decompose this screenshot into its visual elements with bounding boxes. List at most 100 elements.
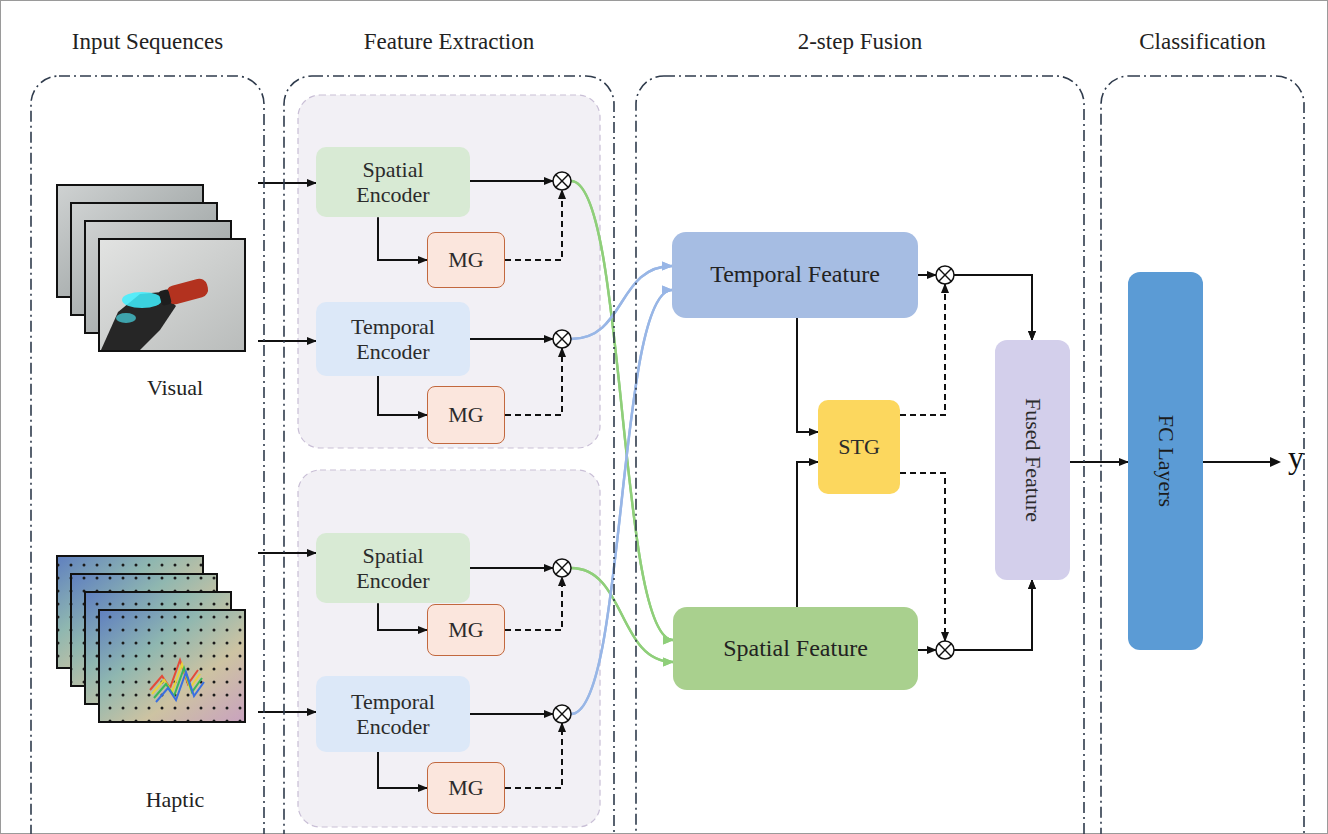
multiply-cross — [556, 562, 569, 575]
group-title: Input Sequences — [30, 29, 265, 55]
multiply-symbol — [553, 172, 571, 190]
group-panel: 2-step FusionTemporal FeatureSTGFused Fe… — [635, 75, 1085, 834]
group-panel: Feature ExtractionSpatial EncoderMGTempo… — [283, 75, 615, 834]
multiply-circle — [553, 330, 571, 348]
dash-dot-border — [31, 76, 264, 834]
connector-line — [797, 318, 818, 432]
multiply-symbol — [936, 266, 954, 284]
gate-box: MG — [427, 604, 505, 656]
connector-line — [505, 190, 562, 260]
gate-box: STG — [818, 400, 900, 494]
frame — [99, 610, 245, 722]
connector — [378, 752, 427, 788]
connector — [918, 275, 1032, 340]
connector-line — [1070, 461, 1128, 463]
encoder-box: Spatial Encoder — [316, 533, 470, 604]
multiply-cross — [939, 644, 952, 657]
connector — [258, 183, 316, 184]
connector-line — [954, 275, 1032, 340]
connector — [258, 553, 316, 554]
connector-line — [258, 711, 316, 713]
encoder-panel — [298, 95, 600, 448]
multiply-cross — [939, 644, 952, 657]
multiply-symbol — [553, 705, 571, 723]
feature-flow — [571, 290, 672, 714]
multiply-cross — [939, 269, 952, 282]
visual-frames — [57, 185, 245, 351]
connector-line — [378, 752, 427, 788]
multiply-symbol — [553, 559, 571, 577]
connector — [918, 580, 1032, 650]
box-label: Spatial Encoder — [343, 157, 443, 208]
box-label: Spatial Feature — [723, 635, 868, 663]
connector — [505, 290, 672, 788]
output-arrow — [1203, 461, 1272, 463]
connector — [797, 462, 818, 607]
connector-line — [470, 338, 553, 340]
contact-streak — [156, 672, 204, 702]
connector-line — [378, 217, 427, 260]
multiply-circle — [553, 172, 571, 190]
connector — [378, 217, 427, 260]
gate-box: MG — [427, 386, 505, 444]
multiply-cross — [556, 333, 569, 346]
box-label: MG — [448, 247, 483, 272]
connector — [258, 341, 316, 342]
box-label: FC Layers — [1153, 415, 1178, 507]
connector — [1070, 462, 1128, 463]
cylinder-cap — [158, 289, 172, 306]
connector-line — [505, 348, 562, 415]
connector-line — [258, 552, 316, 554]
connector — [505, 266, 672, 415]
glow — [116, 313, 136, 323]
multiply-cross — [556, 708, 569, 721]
connector-line — [258, 340, 316, 342]
fused-box: Fused Feature — [995, 340, 1070, 580]
multiply-circle — [936, 266, 954, 284]
connector — [378, 603, 427, 630]
connector — [797, 318, 818, 432]
box-label: Fused Feature — [1020, 398, 1045, 522]
multiply-cross — [556, 562, 569, 575]
connector — [378, 376, 427, 415]
group-panel: ClassificationFC Layers — [1100, 75, 1305, 834]
multiply-cross — [556, 175, 569, 188]
feature-flow — [571, 568, 673, 662]
connector-line — [954, 580, 1032, 650]
connector-line — [378, 376, 427, 415]
connector-line — [918, 649, 936, 651]
connector — [258, 712, 316, 713]
connector-line — [470, 180, 553, 182]
feature-flow — [571, 290, 672, 714]
connector-line — [954, 275, 1032, 340]
red-cylinder — [164, 277, 209, 306]
box-label: MG — [448, 402, 483, 427]
encoder-box: Spatial Encoder — [316, 147, 470, 218]
encoder-box: Temporal Encoder — [316, 676, 470, 752]
multiply-symbol — [553, 330, 571, 348]
group-title: Feature Extraction — [283, 29, 615, 55]
multiply-cross — [939, 269, 952, 282]
multiply-circle — [553, 559, 571, 577]
connector-line — [918, 274, 936, 276]
box-label: MG — [448, 617, 483, 642]
image-sequence: Haptic — [50, 548, 255, 816]
multiply-cross — [556, 175, 569, 188]
dash-dot-border — [636, 76, 1084, 834]
image-label: Visual — [147, 375, 203, 400]
feature-box: Temporal Feature — [672, 232, 918, 318]
frame — [99, 239, 245, 351]
encoder-box: Temporal Encoder — [316, 302, 470, 376]
box-label: Spatial Encoder — [343, 543, 443, 594]
connector-line — [797, 462, 818, 607]
output-arrowhead — [1270, 457, 1281, 467]
connector-line — [954, 580, 1032, 650]
multiply-cross — [556, 708, 569, 721]
multiply-circle — [553, 705, 571, 723]
glow — [122, 292, 162, 308]
image-sequence: Visual — [50, 178, 255, 403]
connector-line — [505, 577, 562, 630]
multiply-cross — [556, 333, 569, 346]
